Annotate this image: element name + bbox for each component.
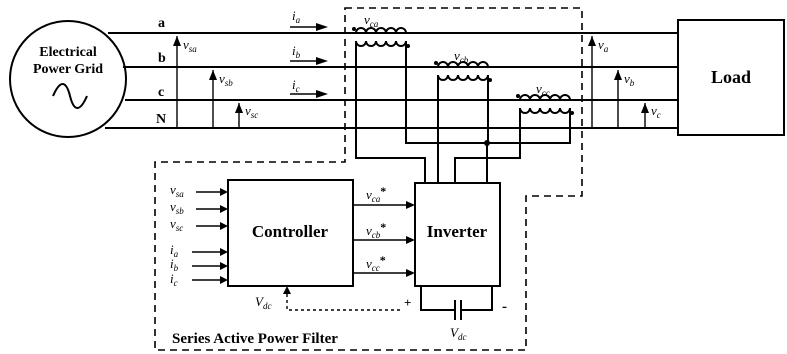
dc-link-capacitor: + - Vdc xyxy=(404,286,507,342)
vdc-feedback: Vdc xyxy=(255,286,400,311)
svg-text:vsc: vsc xyxy=(170,216,183,233)
load-box xyxy=(677,19,785,136)
load-label: Load xyxy=(711,67,751,87)
line-label-n: N xyxy=(156,112,166,127)
series-transformer-a: vca xyxy=(352,12,410,48)
inverter-label: Inverter xyxy=(427,222,488,241)
filter-boundary xyxy=(154,7,583,351)
load-voltage-c: vc xyxy=(641,103,661,128)
svg-text:vsa: vsa xyxy=(170,182,184,199)
load-voltage-a: va xyxy=(588,36,609,128)
svg-text:vsb: vsb xyxy=(219,71,233,88)
filter-title: Series Active Power Filter xyxy=(172,331,338,347)
dc-minus: - xyxy=(502,299,507,315)
current-arrow-b: ib xyxy=(290,43,328,65)
svg-text:vca*: vca* xyxy=(366,184,386,204)
inverter-box xyxy=(414,182,501,287)
svg-text:vb: vb xyxy=(624,71,635,88)
power-grid-label-2: Power Grid xyxy=(33,62,103,77)
svg-text:ia: ia xyxy=(292,8,301,25)
svg-text:vsa: vsa xyxy=(183,37,197,54)
source-voltage-b: vsb xyxy=(209,70,233,128)
svg-text:vcc*: vcc* xyxy=(366,253,386,273)
svg-text:vcc: vcc xyxy=(536,81,550,98)
sine-wave-icon xyxy=(52,83,88,109)
power-grid-label-1: Electrical xyxy=(39,45,97,60)
load-voltage-b: vb xyxy=(614,70,635,128)
controller-input-ia: ia xyxy=(170,242,228,259)
source-voltage-a: vsa xyxy=(173,36,197,128)
line-label-b: b xyxy=(158,51,166,66)
controller-input-vsb: vsb xyxy=(170,199,228,216)
controller-input-vsa: vsa xyxy=(170,182,228,199)
secondary-wiring xyxy=(355,41,571,183)
reference-vcb: vcb* xyxy=(353,220,415,244)
line-label-a: a xyxy=(158,16,165,31)
reference-vca: vca* xyxy=(353,184,415,209)
series-transformer-b: vcb xyxy=(434,48,492,82)
svg-text:vcb*: vcb* xyxy=(366,220,386,240)
svg-text:va: va xyxy=(598,37,609,54)
svg-text:ic: ic xyxy=(170,271,178,288)
source-voltage-c: vsc xyxy=(235,103,258,128)
svg-text:ib: ib xyxy=(170,256,179,273)
svg-text:vsb: vsb xyxy=(170,199,184,216)
controller-label: Controller xyxy=(252,222,329,241)
svg-text:Vdc: Vdc xyxy=(255,294,271,311)
series-transformer-c: vcc xyxy=(516,81,574,115)
svg-text:ib: ib xyxy=(292,43,301,60)
svg-text:vca: vca xyxy=(364,12,379,29)
line-label-c: c xyxy=(158,85,164,100)
dc-plus: + xyxy=(404,295,411,310)
controller-input-ic: ic xyxy=(170,271,228,288)
svg-text:vsc: vsc xyxy=(245,103,258,120)
svg-text:Vdc: Vdc xyxy=(450,325,466,342)
svg-text:vc: vc xyxy=(651,103,661,120)
svg-text:vcb: vcb xyxy=(454,48,469,65)
controller-input-vsc: vsc xyxy=(170,216,228,233)
controller-box xyxy=(227,179,354,287)
current-arrow-a: ia xyxy=(290,8,328,31)
power-grid-circle xyxy=(9,20,127,138)
svg-text:ia: ia xyxy=(170,242,179,259)
svg-text:ic: ic xyxy=(292,77,300,94)
controller-input-ib: ib xyxy=(170,256,228,273)
current-arrow-c: ic xyxy=(290,77,328,98)
reference-vcc: vcc* xyxy=(353,253,415,277)
